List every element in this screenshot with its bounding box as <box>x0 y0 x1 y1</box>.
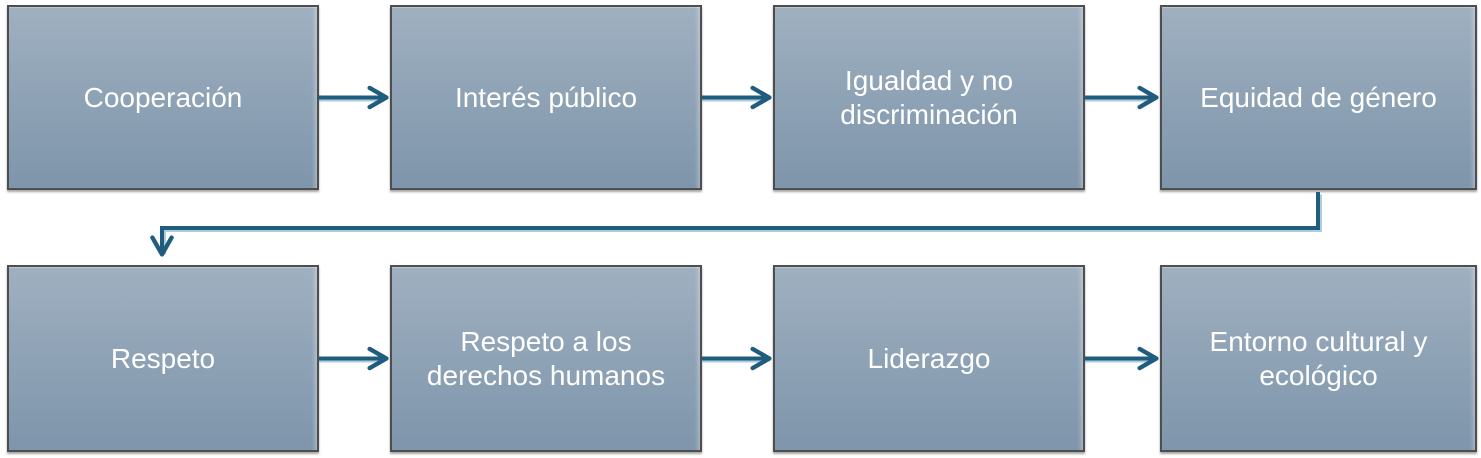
node-liderazgo: Liderazgo <box>773 265 1085 452</box>
node-respeto-derechos-humanos: Respeto a los derechos humanos <box>390 265 702 452</box>
node-label: Equidad de género <box>1200 81 1437 113</box>
node-equidad-genero: Equidad de género <box>1160 5 1477 190</box>
node-interes-publico: Interés público <box>390 5 702 190</box>
node-label: Respeto a los derechos humanos <box>426 326 666 391</box>
arrow-equidad-genero-to-respeto-elbow <box>150 192 1320 257</box>
node-label: Respeto <box>110 342 216 374</box>
node-cooperacion: Cooperación <box>7 5 319 190</box>
node-igualdad-no-discriminacion: Igualdad y no discriminación <box>773 5 1085 190</box>
node-entorno-cultural-ecologico: Entorno cultural y ecológico <box>1160 265 1477 452</box>
node-label: Interés público <box>454 81 638 113</box>
node-label: Cooperación <box>83 81 243 113</box>
node-label: Liderazgo <box>867 342 991 374</box>
node-respeto: Respeto <box>7 265 319 452</box>
arrow-shadow <box>163 194 1322 255</box>
node-label: Entorno cultural y ecológico <box>1209 326 1428 391</box>
node-label: Igualdad y no discriminación <box>840 65 1018 130</box>
